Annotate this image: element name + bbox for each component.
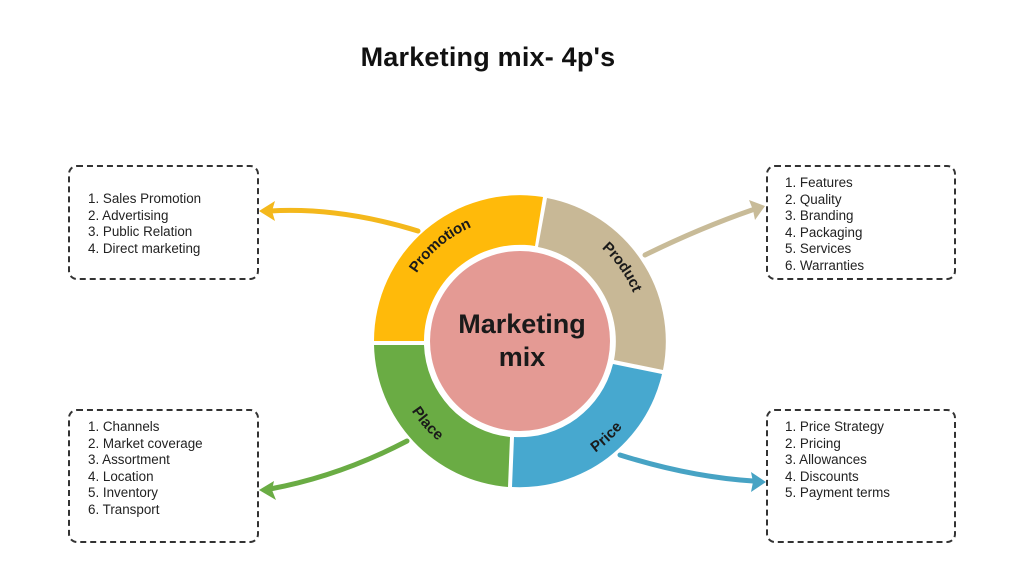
list-item: 3. Assortment xyxy=(88,452,170,468)
price-list-box: 1. Price Strategy 2. Pricing 3. Allowanc… xyxy=(766,409,956,543)
segment-place[interactable] xyxy=(374,345,510,487)
segment-price[interactable] xyxy=(512,364,662,488)
list-item: 2. Quality xyxy=(785,191,842,207)
list-item: 4. Packaging xyxy=(785,224,863,240)
list-item: 4. Location xyxy=(88,468,154,484)
price-list: 1. Price Strategy 2. Pricing 3. Allowanc… xyxy=(785,419,954,502)
list-item: 3. Branding xyxy=(785,208,854,224)
list-item: 4. Discounts xyxy=(785,468,859,484)
list-item: 5. Services xyxy=(785,241,852,257)
list-item: 3. Allowances xyxy=(785,452,867,468)
list-item: 5. Inventory xyxy=(88,485,158,501)
arrow-place xyxy=(259,438,410,500)
arrow-price xyxy=(617,452,766,492)
promotion-list-box: 1. Sales Promotion 2. Advertising 3. Pub… xyxy=(68,165,259,280)
arrow-product xyxy=(642,200,765,258)
list-item: 1. Price Strategy xyxy=(785,419,884,434)
list-item: 5. Payment terms xyxy=(785,485,890,501)
promotion-list: 1. Sales Promotion 2. Advertising 3. Pub… xyxy=(88,191,257,257)
list-item: 1. Features xyxy=(785,175,853,190)
center-label-line1: Marketing xyxy=(458,309,586,339)
list-item: 2. Advertising xyxy=(88,207,169,223)
place-list: 1. Channels 2. Market coverage 3. Assort… xyxy=(88,419,257,519)
list-item: 1. Channels xyxy=(88,419,160,434)
segment-promotion[interactable] xyxy=(374,195,543,341)
product-list-box: 1. Features 2. Quality 3. Branding 4. Pa… xyxy=(766,165,956,280)
arrow-promotion xyxy=(259,201,421,234)
product-list: 1. Features 2. Quality 3. Branding 4. Pa… xyxy=(785,175,954,275)
place-list-box: 1. Channels 2. Market coverage 3. Assort… xyxy=(68,409,259,543)
diagram-title: Marketing mix- 4p's xyxy=(360,42,616,72)
list-item: 3. Public Relation xyxy=(88,224,193,240)
list-item: 6. Transport xyxy=(88,501,160,517)
list-item: 4. Direct marketing xyxy=(88,240,201,256)
list-item: 2. Pricing xyxy=(785,435,841,451)
list-item: 2. Market coverage xyxy=(88,435,203,451)
list-item: 1. Sales Promotion xyxy=(88,191,202,206)
list-item: 6. Warranties xyxy=(785,257,865,273)
segment-product[interactable] xyxy=(538,198,666,370)
center-label-line2: mix xyxy=(499,342,546,372)
center-circle xyxy=(430,251,610,431)
